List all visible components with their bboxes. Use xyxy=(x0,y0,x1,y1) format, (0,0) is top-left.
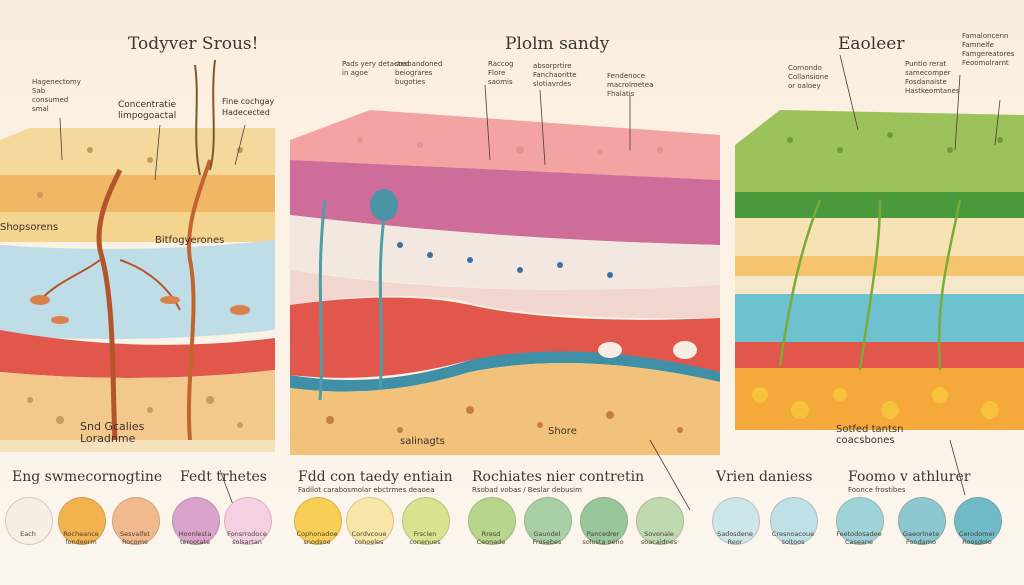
legend-sample-caption: Cophonadoe snodsoe xyxy=(296,530,338,546)
legend-sample-caption: Cordvcoue cohoeles xyxy=(351,530,387,546)
legend-sample-caption: Sadosdene Reor xyxy=(717,530,753,546)
panel-1-label: Hagenectomy Sab consumed smal xyxy=(32,78,81,113)
legend-sample-caption: Sesvalfet Rocome xyxy=(120,530,150,546)
panel-3-cross-section xyxy=(735,110,1024,430)
legend-group-title: Fedt trhetes xyxy=(180,469,267,485)
legend-sample-caption: Gaundel Frosebes xyxy=(532,530,562,546)
legend-sample-circle xyxy=(402,497,450,545)
legend-sample-circle xyxy=(524,497,572,545)
legend-sample-caption: Frsclen conenues xyxy=(409,530,441,546)
legend-sample-circle xyxy=(580,497,628,545)
panel-2-label: Shore xyxy=(548,426,577,437)
legend-sample-circle xyxy=(636,497,684,545)
legend-sample-circle xyxy=(5,497,53,545)
panel-3-label: Cornondo Collansione or oaloey xyxy=(788,64,829,90)
legend-sample-caption: Gaeorlnete Fondamo xyxy=(902,530,940,546)
legend-sample-caption: Pancedrer solosta oeno xyxy=(582,530,624,546)
legend-sample-circle xyxy=(898,497,946,545)
legend-sample-caption: Each xyxy=(20,530,36,538)
legend-sample-circle xyxy=(172,497,220,545)
legend-sample-caption: Feetodosadee Caseane xyxy=(836,530,882,546)
panel-2-cross-section xyxy=(290,110,720,455)
legend-sample-caption: Cerodomer Roosdolo xyxy=(958,530,996,546)
panel-3-title: Eaoleer xyxy=(838,34,905,54)
legend-group-title: Vrien daniess xyxy=(716,469,813,485)
panel-3-label: Sotfed tantsn coacsbones xyxy=(836,424,904,446)
panel-1-label: Shopsorens xyxy=(0,222,59,233)
panel-3-label: Puntio rerat samecomper Fosdanaiste Hast… xyxy=(905,60,960,95)
panel-2-label: Raccog Flore saomis xyxy=(488,60,514,86)
panel-1-cross-section xyxy=(0,59,275,452)
legend-sample-circle xyxy=(112,497,160,545)
legend-sample-circle xyxy=(58,497,106,545)
legend-sample-circle xyxy=(770,497,818,545)
legend-group-subtitle: Fadilot carabosmolar ebctrmes deaoea xyxy=(298,486,435,494)
panel-1-label: Bitfogyerones xyxy=(155,235,225,246)
panel-2-label: Fendenoce macrolmetea Fhalatis xyxy=(607,72,654,98)
legend-sample-caption: Rresd Ceonade xyxy=(476,530,506,546)
legend-group-subtitle: Foonce frostibes xyxy=(848,486,906,494)
legend-group-title: Fdd con taedy entiain xyxy=(298,469,453,485)
legend-sample-caption: Cresnoacoue soltoos xyxy=(771,530,815,546)
legend-sample-circle xyxy=(224,497,272,545)
legend-sample-circle xyxy=(954,497,1002,545)
panel-1-title: Todyver Srous! xyxy=(128,34,259,54)
panel-2-label: salinagts xyxy=(400,436,445,447)
legend-sample-caption: Hoonlesta terootate xyxy=(178,530,212,546)
legend-group-title: Foomo v athlurer xyxy=(848,469,971,485)
legend-sample-circle xyxy=(346,497,394,545)
legend-sample-circle xyxy=(712,497,760,545)
panel-2-title: Plolm sandy xyxy=(505,34,610,54)
legend-group-title: Rochiates nier contretin xyxy=(472,469,645,485)
legend-sample-caption: Rocheance fondeerm xyxy=(63,530,99,546)
legend-group-title: Eng swmecornogtine xyxy=(12,469,163,485)
panel-3-label: Famaloncenn Famnelfe Famgereatores Feoom… xyxy=(962,32,1015,67)
legend-sample-caption: Sovonale soacaidnes xyxy=(640,530,678,546)
legend-sample-circle xyxy=(468,497,516,545)
panel-2-label: absorprtire Fanchaoritte slotiavrdes xyxy=(533,62,577,88)
legend-group-subtitle: Rsobad vobas / Beslar debusim xyxy=(472,486,582,494)
panel-1-label: Fine cochgay Hadecected xyxy=(222,97,275,117)
legend-sample-circle xyxy=(294,497,342,545)
panel-2-label: soabandoned beiograres bugoties xyxy=(395,60,443,86)
legend-sample-circle xyxy=(836,497,884,545)
panel-2-label: Pads yery detacted in agoe xyxy=(342,60,410,77)
panel-1-label: Snd Gcalies Loradnme xyxy=(80,420,145,445)
panel-1-label: Concentratie limpogoactal xyxy=(118,100,177,121)
legend-sample-caption: Fonsrrodoce solsartan xyxy=(227,530,267,546)
